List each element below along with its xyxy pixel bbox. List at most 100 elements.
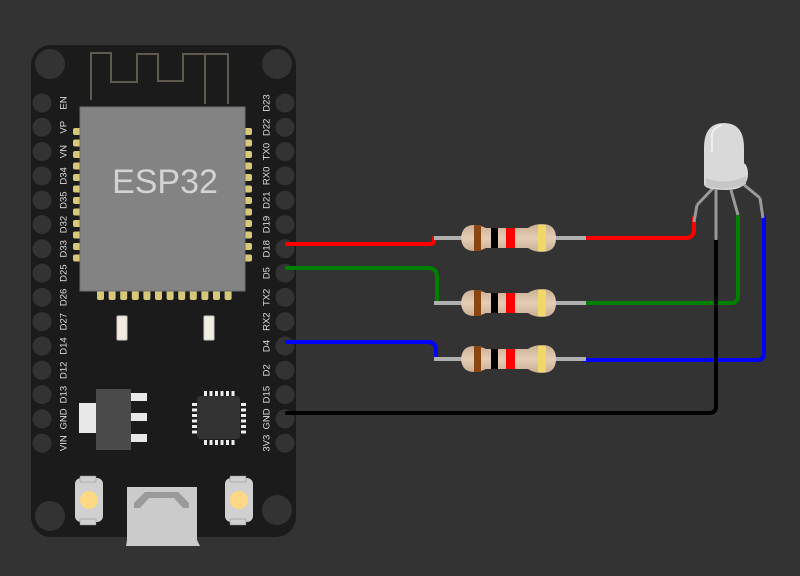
left-pin-header: ENVPVND34D35D32D33D25D26D27D14D12D13GNDV…: [32, 93, 70, 453]
led-lens: [704, 123, 748, 190]
mounting-hole: [262, 49, 292, 79]
resistor-band: [491, 349, 498, 369]
pin-d2[interactable]: [275, 360, 295, 380]
pin-label: D26: [59, 289, 70, 306]
pin-vin[interactable]: [32, 433, 52, 453]
pin-label: D19: [262, 216, 273, 233]
pin-rx2[interactable]: [275, 312, 295, 332]
resistor-band: [506, 293, 515, 313]
pin-label: D35: [59, 191, 70, 208]
pin-label: GND: [59, 408, 70, 429]
pin-label: D34: [59, 167, 70, 184]
pin-label: RX0: [262, 167, 273, 185]
wire[interactable]: [285, 236, 436, 246]
wire[interactable]: [285, 238, 718, 415]
pin-label: D21: [262, 191, 273, 208]
resistor-r2[interactable]: [434, 289, 586, 317]
button-cap: [230, 491, 248, 509]
pin-label: D5: [262, 267, 273, 279]
pin-tx2[interactable]: [275, 287, 295, 307]
led-leg-green: [729, 189, 740, 216]
resistor-band: [474, 290, 481, 316]
pin-label: VIN: [59, 435, 70, 451]
pin-rx0[interactable]: [275, 166, 295, 186]
pin-d13[interactable]: [32, 385, 52, 405]
voltage-regulator: [96, 389, 131, 450]
pin-d26[interactable]: [32, 287, 52, 307]
pin-vn[interactable]: [32, 142, 52, 162]
pin-label: VP: [59, 121, 70, 134]
pin-label: EN: [59, 96, 70, 109]
pin-label: D12: [59, 362, 70, 379]
en-button[interactable]: [225, 475, 253, 526]
wire[interactable]: [582, 216, 696, 240]
pin-label: D23: [262, 94, 273, 111]
pin-vp[interactable]: [32, 117, 52, 137]
resistor-r3[interactable]: [434, 345, 586, 373]
rgb-led[interactable]: [692, 123, 765, 240]
wire[interactable]: [285, 266, 439, 305]
wire[interactable]: [582, 215, 766, 362]
boot-button[interactable]: [75, 475, 103, 526]
resistors: [434, 224, 586, 373]
pin-gnd[interactable]: [32, 409, 52, 429]
resistor-band: [491, 228, 498, 248]
regulator-pin: [131, 434, 147, 442]
wire[interactable]: [582, 215, 740, 305]
pin-d4[interactable]: [275, 336, 295, 356]
pin-label: RX2: [262, 312, 273, 330]
pin-label: D33: [59, 240, 70, 257]
pin-d35[interactable]: [32, 190, 52, 210]
pin-label: D32: [59, 216, 70, 233]
pin-label: GND: [262, 408, 273, 429]
resistor-band: [506, 349, 515, 369]
pin-d12[interactable]: [32, 360, 52, 380]
pin-label: 3V3: [262, 435, 273, 452]
pin-label: VN: [59, 145, 70, 158]
wire[interactable]: [285, 340, 438, 361]
pin-3v3[interactable]: [275, 433, 295, 453]
pin-d21[interactable]: [275, 190, 295, 210]
pin-d32[interactable]: [32, 215, 52, 234]
right-pin-header: D23D22TX0RX0D21D19D18D5TX2RX2D4D2D15GND3…: [262, 93, 295, 453]
mounting-hole: [35, 501, 65, 531]
led-leg-blue: [742, 182, 761, 200]
pin-d22[interactable]: [275, 117, 295, 137]
pin-d27[interactable]: [32, 312, 52, 332]
pin-d34[interactable]: [32, 166, 52, 186]
wires: [285, 215, 766, 415]
pin-label: D18: [262, 240, 273, 257]
pin-d14[interactable]: [32, 336, 52, 356]
pin-d15[interactable]: [275, 385, 295, 405]
led-rim: [706, 176, 746, 189]
chip-label: ESP32: [112, 163, 218, 201]
resistor-band: [538, 225, 546, 251]
smd-led: [116, 315, 128, 341]
button-cap: [80, 491, 98, 509]
pin-d23[interactable]: [275, 93, 295, 113]
regulator-pin: [131, 393, 147, 401]
antenna-trace: [90, 52, 229, 104]
resistor-r1[interactable]: [434, 224, 586, 252]
regulator-tab: [79, 403, 98, 433]
pin-label: D2: [262, 364, 273, 376]
pin-label: D25: [59, 264, 70, 281]
pin-label: D14: [59, 337, 70, 354]
resistor-band: [491, 293, 498, 313]
resistor-band: [474, 225, 481, 251]
resistor-band: [474, 346, 481, 372]
pin-d33[interactable]: [32, 239, 52, 259]
pin-label: TX2: [262, 289, 273, 306]
micro-usb-port[interactable]: [126, 487, 200, 546]
smd-led: [203, 315, 215, 341]
mounting-hole: [35, 49, 65, 79]
usb-serial-chip: [192, 391, 246, 445]
resistor-band: [506, 228, 515, 248]
pin-tx0[interactable]: [275, 142, 295, 162]
pin-en[interactable]: [32, 93, 52, 113]
pin-d25[interactable]: [32, 263, 52, 283]
pin-d19[interactable]: [275, 215, 295, 234]
mounting-hole: [262, 495, 292, 525]
